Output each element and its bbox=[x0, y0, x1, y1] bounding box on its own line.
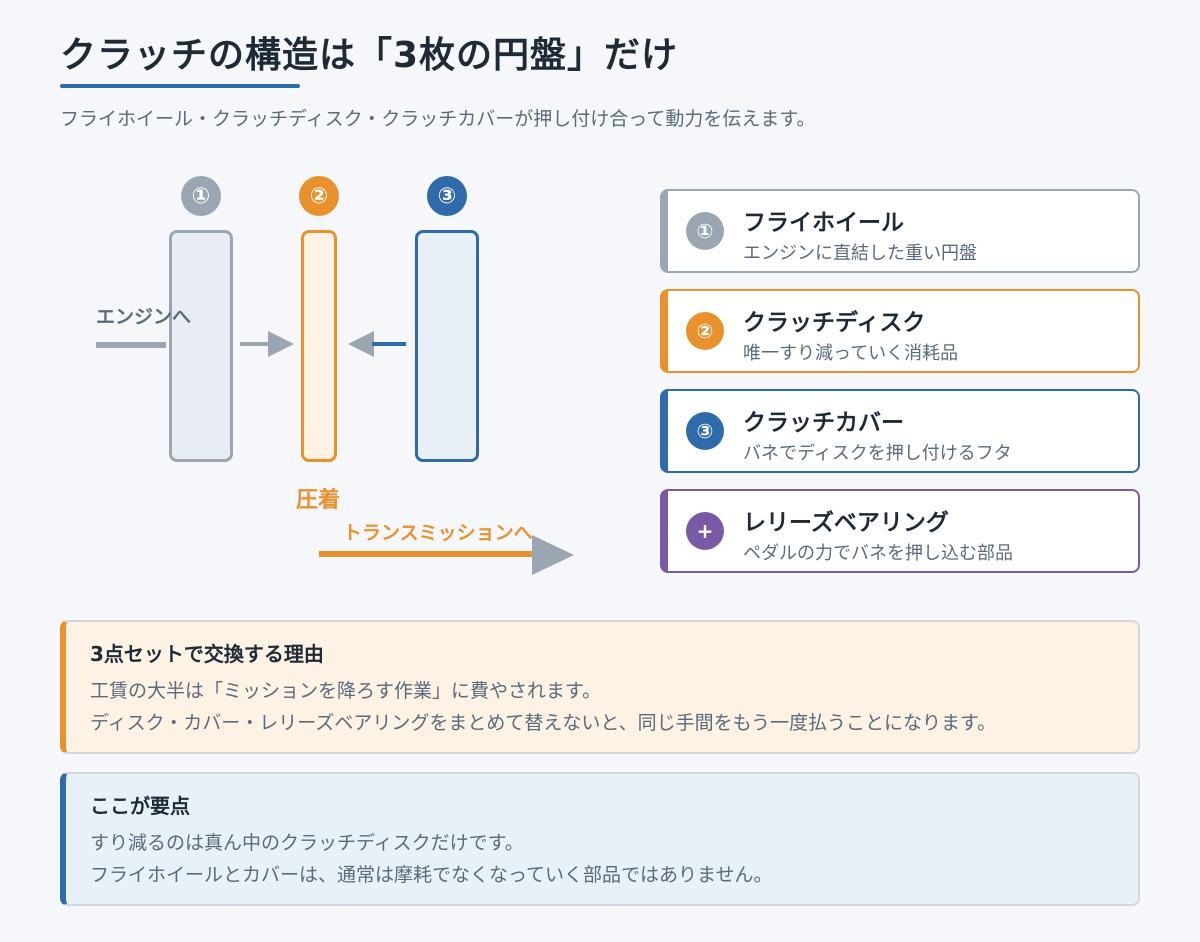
engine-label: エンジンへ bbox=[96, 306, 192, 328]
note-line: ディスク・カバー・レリーズベアリングをまとめて替えないと、同じ手間をもう一度払う… bbox=[90, 712, 997, 734]
clutch-cover-disc bbox=[415, 230, 479, 462]
legend-title: クラッチディスク bbox=[743, 310, 926, 336]
flywheel-badge: ① bbox=[181, 176, 221, 216]
note-line: 工賃の大半は「ミッションを降ろす作業」に費やされます。 bbox=[90, 680, 602, 702]
note-line: フライホイールとカバーは、通常は摩耗でなくなっていく部品ではありません。 bbox=[90, 864, 773, 886]
legend-title: フライホイール bbox=[743, 210, 904, 236]
legend-card-release-bearing: + レリーズベアリング ペダルの力でバネを押し込む部品 bbox=[660, 489, 1140, 573]
transmission-arrow-icon bbox=[532, 535, 574, 575]
transmission-label: トランスミッションへ bbox=[343, 522, 533, 544]
legend-desc: バネでディスクを押し付けるフタ bbox=[743, 443, 1012, 464]
clutch-cover-badge: ③ bbox=[686, 412, 724, 450]
legend-desc: ペダルの力でバネを押し込む部品 bbox=[743, 543, 1013, 564]
press-arrow-right-shaft bbox=[372, 342, 406, 346]
legend-card-clutch-cover: ③ クラッチカバー バネでディスクを押し付けるフタ bbox=[660, 389, 1140, 473]
legend-title: レリーズベアリング bbox=[743, 510, 949, 536]
press-arrow-right-icon bbox=[268, 331, 294, 357]
engine-shaft bbox=[96, 342, 166, 348]
note-key-point: ここが要点 すり減るのは真ん中のクラッチディスクだけです。 フライホイールとカバ… bbox=[60, 772, 1140, 906]
plus-icon: + bbox=[686, 512, 724, 550]
clutch-disc-badge: ② bbox=[686, 312, 724, 350]
legend-desc: 唯一すり減っていく消耗品 bbox=[743, 343, 959, 364]
transmission-shaft bbox=[319, 551, 537, 557]
legend-title: クラッチカバー bbox=[743, 410, 904, 436]
clutch-diagram: ① ② ③ エンジンへ 圧着 トランスミッションへ bbox=[0, 150, 620, 590]
page-title: クラッチの構造は「3枚の円盤」だけ bbox=[60, 35, 679, 76]
flywheel-badge: ① bbox=[686, 212, 724, 250]
legend-card-clutch-disc: ② クラッチディスク 唯一すり減っていく消耗品 bbox=[660, 289, 1140, 373]
clutch-cover-badge: ③ bbox=[427, 176, 467, 216]
note-title: 3点セットで交換する理由 bbox=[90, 642, 324, 666]
title-underline bbox=[60, 84, 300, 88]
page-subtitle: フライホイール・クラッチディスク・クラッチカバーが押し付け合って動力を伝えます。 bbox=[60, 108, 816, 130]
flywheel-disc bbox=[169, 230, 233, 462]
note-line: すり減るのは真ん中のクラッチディスクだけです。 bbox=[90, 832, 524, 854]
note-title: ここが要点 bbox=[90, 794, 190, 818]
press-arrow-left-icon bbox=[348, 331, 374, 357]
clutch-disc bbox=[301, 230, 337, 462]
note-replacement-reason: 3点セットで交換する理由 工賃の大半は「ミッションを降ろす作業」に費やされます。… bbox=[60, 620, 1140, 754]
press-arrow-left-shaft bbox=[240, 342, 270, 346]
clutch-disc-badge: ② bbox=[299, 176, 339, 216]
legend-desc: エンジンに直結した重い円盤 bbox=[743, 243, 977, 264]
legend-card-flywheel: ① フライホイール エンジンに直結した重い円盤 bbox=[660, 189, 1140, 273]
press-label: 圧着 bbox=[296, 488, 341, 513]
